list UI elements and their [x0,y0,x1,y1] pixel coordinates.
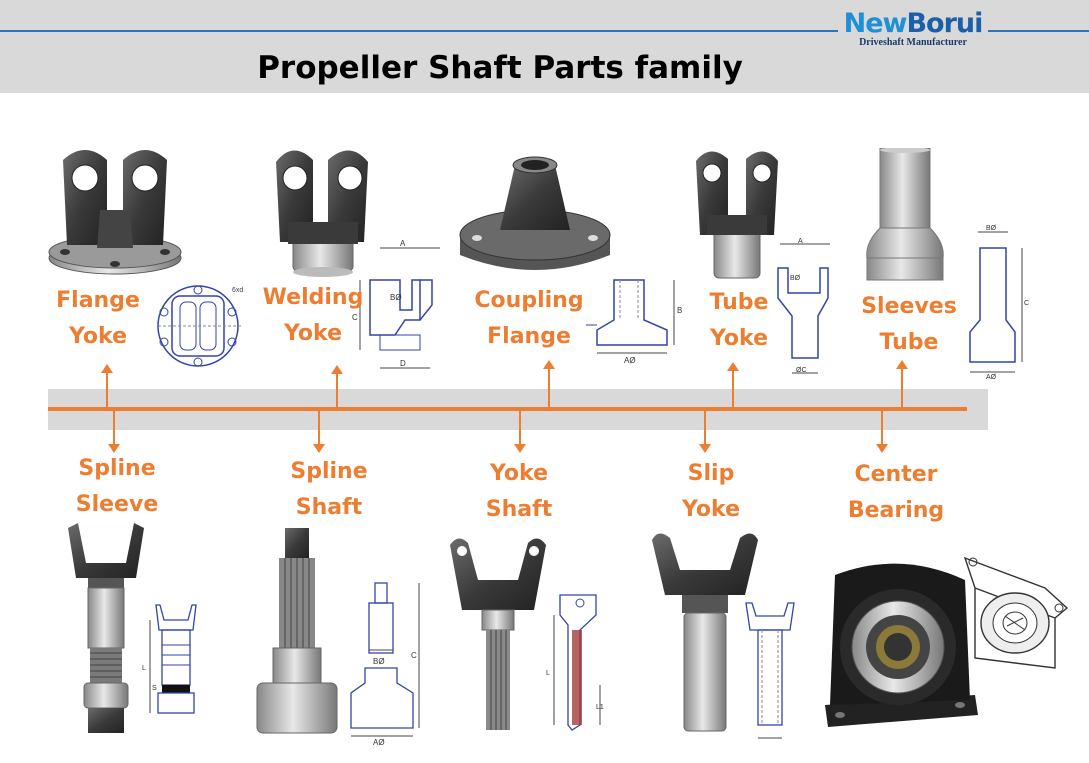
arrow-down-icon [699,444,711,453]
brand-tagline: Driveshaft Manufacturer [859,37,967,48]
connector-center-bearing [881,411,883,444]
brand-name-part2: Borui [906,8,983,39]
arrow-up-icon [727,362,739,371]
brand-logo: NewBorui Driveshaft Manufacturer [838,8,988,48]
label-center-bearing: Center Bearing [826,457,966,529]
arrow-up-icon [896,360,908,369]
label-line2: Yoke [69,324,127,349]
timeline-line [48,407,967,411]
connector-coupling-flange [548,368,550,409]
label-line1: Flange [56,288,140,313]
yoke-shaft-l-label: L [546,670,550,677]
arrow-down-icon [514,444,526,453]
spline-sleeve-l-label: L [142,665,146,672]
sleeves-tube-b-label: BØ [986,225,997,232]
label-sleeves-tube: Sleeves Tube [839,289,979,361]
tube-yoke-image [696,151,778,279]
label-line1: Center [854,462,938,487]
page-title: Propeller Shaft Parts family [257,50,743,86]
header-rule-right [985,30,1089,32]
label-line2: Yoke [710,326,768,351]
coupling-flange-image [459,156,611,270]
label-line1: Slip [687,461,735,486]
connector-sleeves-tube [901,368,903,409]
label-spline-sleeve: Spline Sleeve [47,451,187,523]
label-line2: Shaft [485,497,553,522]
coupling-flange-b-label: B [677,306,682,315]
coupling-flange-drawing: B AØ [586,279,682,365]
label-tube-yoke: Tube Yoke [669,285,809,357]
sleeves-tube-drawing: BØ C AØ [969,225,1029,380]
label-line1: Welding [262,285,364,310]
center-bearing-drawing [963,556,1069,669]
welding-yoke-d-label: D [400,359,406,368]
tube-yoke-c-label: ØC [796,367,807,374]
welding-yoke-a-label: A [400,240,406,248]
label-flange-yoke: Flange Yoke [28,283,168,355]
yoke-shaft-l1-label: L1 [596,704,604,711]
connector-yoke-shaft [519,411,521,444]
tube-yoke-b-label: BØ [790,275,801,282]
label-line2: Bearing [847,498,945,523]
label-coupling-flange: Coupling Flange [459,283,599,355]
label-line2: Flange [487,324,571,349]
arrow-up-icon [543,360,555,369]
arrow-down-icon [313,444,325,453]
arrow-up-icon [101,364,113,373]
spline-sleeve-drawing: L S [142,604,197,714]
label-welding-yoke: Welding Yoke [243,280,383,352]
welding-yoke-image [276,150,368,277]
yoke-shaft-drawing: L L1 [546,594,604,731]
spline-sleeve-image [68,523,144,733]
arrow-up-icon [331,365,343,374]
label-line2: Shaft [295,495,363,520]
arrow-down-icon [876,444,888,453]
connector-tube-yoke [732,370,734,409]
spline-shaft-b-label: BØ [373,657,385,666]
header-rule-left [0,30,842,32]
flange-yoke-drawing: 6xd [157,285,243,367]
connector-welding-yoke [336,373,338,409]
sleeves-tube-a-label: AØ [986,374,997,380]
label-line1: Spline [290,459,368,484]
tube-yoke-drawing: A BØ ØC [777,238,830,374]
brand-name-part1: New [843,8,908,39]
center-bearing-image [825,563,978,727]
label-line1: Tube [709,290,769,315]
slip-yoke-drawing [745,602,795,739]
connector-spline-shaft [318,411,320,444]
label-line1: Yoke [490,461,548,486]
label-line2: Tube [879,330,939,355]
label-line2: Sleeve [75,492,159,517]
label-line1: Coupling [474,288,584,313]
label-line2: Yoke [284,321,342,346]
label-yoke-shaft: Yoke Shaft [449,456,589,528]
yoke-shaft-image [450,538,546,730]
label-line1: Sleeves [861,294,957,319]
welding-yoke-b-label: BØ [390,293,402,302]
connector-slip-yoke [704,411,706,444]
tube-yoke-a-label: A [798,238,803,245]
sleeves-tube-image [866,148,944,281]
label-slip-yoke: Slip Yoke [641,456,781,528]
spline-shaft-drawing: BØ C AØ [350,582,420,747]
flange-yoke-holes-label: 6xd [232,287,243,294]
label-spline-shaft: Spline Shaft [259,454,399,526]
label-line1: Spline [78,456,156,481]
connector-spline-sleeve [113,411,115,444]
sleeves-tube-c-label: C [1024,300,1029,307]
coupling-flange-a-label: AØ [624,356,636,365]
connector-flange-yoke [106,372,108,409]
welding-yoke-c-label: C [352,313,358,322]
welding-yoke-drawing: A C BØ D [352,240,440,369]
spline-shaft-c-label: C [411,651,417,660]
flange-yoke-image [48,150,182,275]
slip-yoke-image [652,533,758,732]
arrow-down-icon [108,444,120,453]
label-line2: Yoke [682,497,740,522]
spline-shaft-a-label: AØ [373,738,385,747]
spline-sleeve-s-label: S [152,685,157,692]
spline-shaft-image [256,528,338,734]
